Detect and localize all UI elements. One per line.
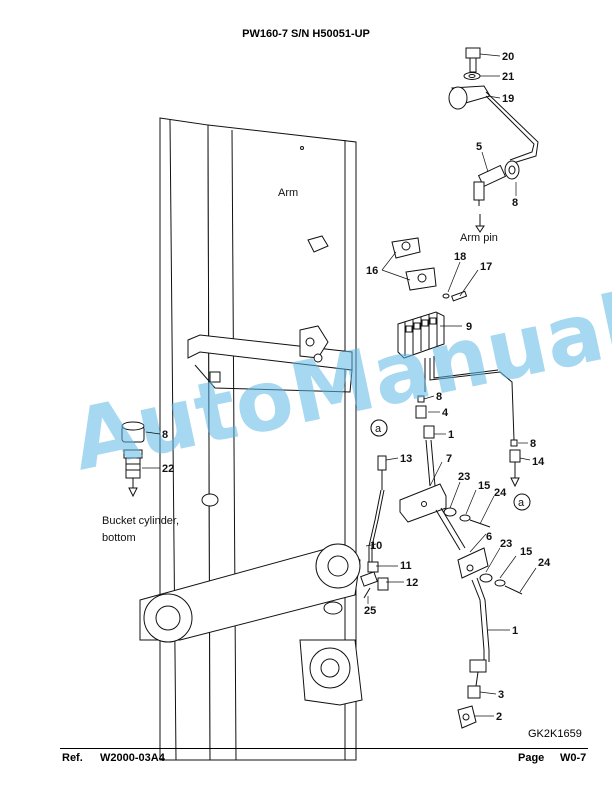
ref-marker-a-right: a (518, 497, 525, 509)
ref-marker-a-top: a (375, 423, 382, 435)
page-title: PW160-7 S/N H50051-UP (242, 28, 370, 40)
part-callouts: 20 21 19 5 8 16 18 17 9 8 4 1 13 7 8 14 … (162, 51, 551, 723)
text-labels: Arm Arm pin Bucket cylinder, bottom a a (102, 187, 531, 544)
callout-4: 4 (442, 407, 449, 419)
callout-18: 18 (454, 251, 466, 263)
label-bucket-cylinder-bottom: bottom (102, 532, 136, 544)
callout-8-right: 8 (530, 438, 536, 450)
callout-8-left: 8 (162, 429, 168, 441)
callout-22: 22 (162, 463, 174, 475)
footer-page-label: Page (518, 752, 545, 764)
callout-24-bottom: 24 (538, 557, 551, 569)
callout-1-bottom: 1 (512, 625, 518, 637)
callout-23-top: 23 (458, 471, 470, 483)
label-arm-pin: Arm pin (460, 232, 498, 244)
callout-15-bottom: 15 (520, 546, 532, 558)
callout-1-top: 1 (448, 429, 454, 441)
distribution-block (397, 311, 515, 441)
callout-25: 25 (364, 605, 376, 617)
label-arm: Arm (278, 187, 298, 199)
footer-divider (60, 748, 588, 749)
callout-20: 20 (502, 51, 514, 63)
callout-15-top: 15 (478, 480, 490, 492)
callout-16: 16 (366, 265, 378, 277)
footer-ref-label: Ref. (62, 752, 83, 764)
callout-12: 12 (406, 577, 418, 589)
callout-9: 9 (466, 321, 472, 333)
arm-structure (139, 117, 363, 761)
callout-5: 5 (476, 141, 482, 153)
callout-10: 10 (370, 540, 382, 552)
footer-page-value: W0-7 (560, 752, 587, 764)
label-bucket-cylinder: Bucket cylinder, (102, 515, 179, 527)
arm-pin-lube-assembly (448, 47, 539, 233)
figure-code: GK2K1659 (528, 728, 582, 740)
callout-14: 14 (532, 456, 545, 468)
leader-lines (142, 53, 537, 717)
callout-13: 13 (400, 453, 412, 465)
footer-ref-value: W2000-03A4 (100, 752, 165, 764)
callout-7: 7 (446, 453, 452, 465)
bucket-cylinder-fittings (121, 421, 145, 498)
callout-21: 21 (502, 71, 514, 83)
callout-2: 2 (496, 711, 502, 723)
callout-23-bottom: 23 (500, 538, 512, 550)
callout-8-top: 8 (512, 197, 518, 209)
callout-17: 17 (480, 261, 492, 273)
bucket-cylinder-hose (360, 419, 389, 599)
callout-6: 6 (486, 531, 492, 543)
bracket-assembly (391, 237, 468, 302)
callout-3: 3 (498, 689, 504, 701)
callout-24-top: 24 (494, 487, 507, 499)
callout-11: 11 (400, 560, 412, 572)
arm-lube-hose-line (399, 395, 523, 729)
callout-8-mid: 8 (436, 391, 442, 403)
callout-19: 19 (502, 93, 514, 105)
